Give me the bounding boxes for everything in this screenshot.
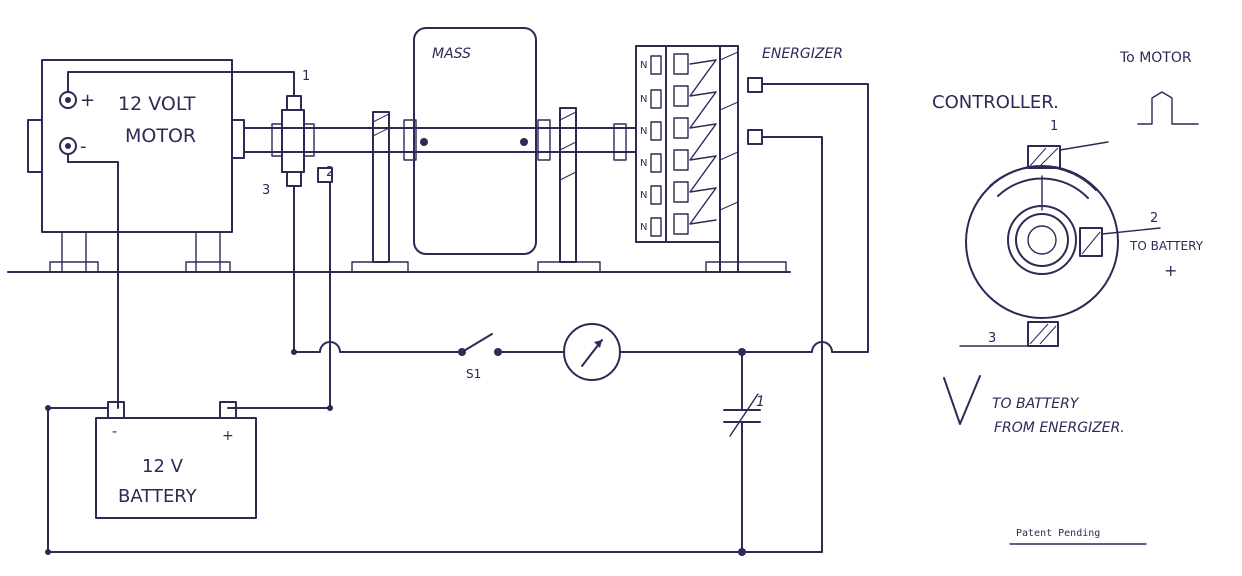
coil-4 [673,149,689,171]
controller-terminal-1: 1 [1050,119,1058,134]
energizer-note: TO BATTERY FROM ENERGIZER. [943,375,1125,436]
energizer-coil-bank [665,45,721,243]
controller-lead-1 [1059,141,1109,151]
terminal-3-label: 3 [262,183,270,198]
energizer-foot [705,261,787,273]
bearing-right [537,107,627,273]
bearing-right-post [559,107,577,263]
motor: + - 12 VOLT MOTOR [27,59,245,273]
pole-n-2: N [640,94,647,105]
mass-flywheel: MASS [413,27,537,255]
terminal-1-label: 1 [302,69,310,84]
energizer-note-line2: FROM ENERGIZER. [994,420,1125,436]
motor-shaft-boss [231,119,245,159]
motor-leg-right [195,231,221,273]
commutator-drum [281,109,305,173]
brush-3 [286,171,302,187]
mass-label: MASS [432,46,471,62]
energizer-label: ENERGIZER [762,46,843,62]
mass-hub-left [403,119,417,161]
controller-terminal-2: 2 [1150,211,1158,226]
check-mark [943,375,981,425]
energizer-note-line1: TO BATTERY [992,396,1080,412]
to-battery-plus-label: TO BATTERY [1129,239,1204,253]
motor-minus-sign: - [80,136,87,157]
coil-6 [673,213,689,235]
controller-title: CONTROLLER. [932,92,1059,113]
commutator: 1 2 3 [262,69,334,198]
energizer-pole-strip [635,45,667,243]
pulse-waveform [1137,91,1199,125]
wire-brush-2-to-battery-plus [227,181,331,409]
controller-hub-center [1027,225,1057,255]
battery-plus-terminal [219,401,237,419]
controller-hub-outer [1007,205,1077,275]
motor-foot-left [49,261,99,273]
mass-hub-right [537,119,551,161]
pole-n-6: N [640,222,647,233]
battery-body [95,417,257,519]
energizer: N N N N N N ENERGIZER [635,45,843,273]
wire-motor-minus-to-battery [67,153,119,409]
wire-energizer-bottom-down [761,136,823,553]
bearing-left-foot [351,261,409,273]
motor-end-cap [27,119,43,173]
controller-brush-3 [1027,321,1059,347]
battery-label-line1: 12 V [142,456,184,477]
battery-label-line2: BATTERY [118,486,198,507]
controller-terminal-3: 3 [988,331,996,346]
to-battery-plus-sign: + [1164,261,1177,280]
coil-2 [673,85,689,107]
motor-label-line2: MOTOR [125,125,196,147]
switch-blade [461,333,493,353]
battery: - + 12 V BATTERY [95,401,257,519]
controller-lead-2 [1101,227,1161,235]
bearing-right-foot [537,261,601,273]
coil-5 [673,181,689,203]
motor-leg-left [61,231,87,273]
pole-n-3: N [640,126,647,137]
controller-contact-arc-inner [997,177,1089,199]
controller-contact-arc [989,165,1097,191]
pole-n-5: N [640,190,647,201]
pole-n-4: N [640,158,647,169]
energizer-terminal-bottom [747,129,763,145]
terminal-2-label: 2 [326,165,334,180]
controller-hub-middle [1015,213,1069,267]
wire-meter-to-energizer-top [619,83,869,353]
switch-label: S1 [466,367,481,381]
battery-plus-sign: + [222,428,234,444]
commutator-ring-left [271,123,283,157]
commutator-ring-right [303,123,315,157]
motor-plus-sign: + [80,90,95,111]
pole-n-1: N [640,60,647,71]
mass-body [413,27,537,255]
wire-motor-plus-to-brush-1 [67,71,295,97]
controller-brush-1 [1027,145,1061,169]
bearing-left [351,111,417,273]
controller-detail: CONTROLLER. To MOTOR 1 2 3 TO BATTERY + [932,50,1204,347]
controller-brush-2 [1079,227,1103,257]
to-motor-label: To MOTOR [1119,50,1192,66]
coil-winding [689,59,717,225]
shaft-collar [613,123,627,161]
coil-1 [673,53,689,75]
wire-return-to-battery-minus [47,407,109,553]
coil-3 [673,117,689,139]
battery-minus-sign: - [112,424,117,440]
motor-label-line1: 12 VOLT [118,93,196,115]
motor-foot-right [185,261,231,273]
patent-label: Patent Pending [1016,528,1100,539]
capacitor-label: 1 [756,394,765,410]
wiring: S1 1 [45,71,869,556]
capacitor-variable-arrow [729,393,759,437]
brush-1 [286,95,302,111]
energizer-terminal-top [747,77,763,93]
battery-minus-terminal [107,401,125,419]
wire-main-bus-left [293,341,459,353]
